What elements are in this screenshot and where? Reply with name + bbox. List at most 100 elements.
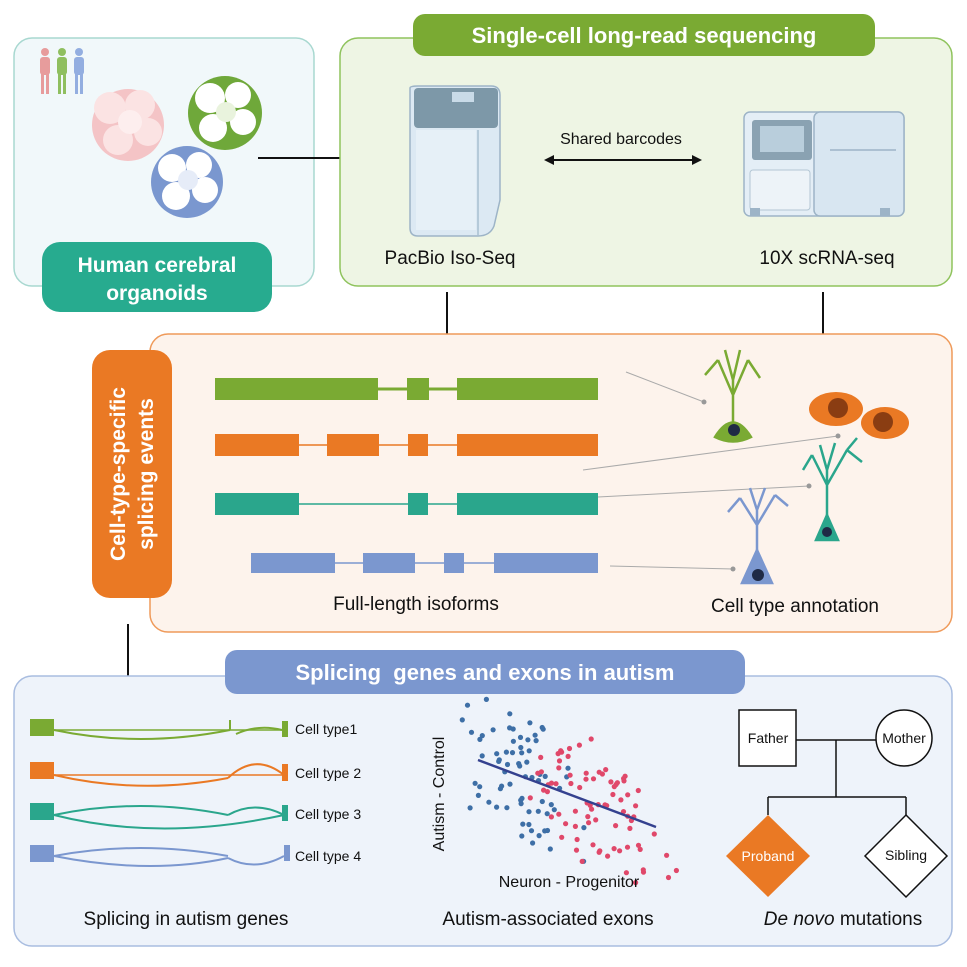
exon-scatter-plot: Autism - Control Neuron - Progenitor	[431, 696, 680, 891]
scatter-point-blue	[467, 805, 473, 811]
proband-label: Proband	[742, 848, 795, 864]
scatter-point-red	[624, 844, 631, 850]
scatter-point-blue	[479, 733, 485, 739]
scatter-point-red	[576, 742, 583, 748]
splicing-genes-label: Splicing in autism genes	[84, 909, 289, 930]
scatter-point-red	[620, 809, 627, 815]
scatter-xlabel: Neuron - Progenitor	[499, 874, 640, 891]
splicing-track-4	[30, 845, 290, 867]
scatter-point-red	[563, 821, 569, 827]
organoids-label-line2: organoids	[106, 282, 208, 305]
mother-circle	[875, 709, 933, 767]
scatter-point-red	[617, 848, 623, 854]
scatter-point-red	[621, 775, 627, 782]
scatter-point-blue	[516, 761, 522, 767]
scatter-point-blue	[544, 827, 551, 834]
cell-type-label-4: Cell type 4	[295, 848, 361, 864]
scatter-point-blue	[539, 798, 545, 805]
scatter-point-red	[640, 869, 647, 875]
scatter-point-red	[574, 836, 580, 843]
organoids-badge	[42, 242, 272, 312]
scatter-point-blue	[510, 726, 516, 732]
scatter-point-blue	[518, 801, 524, 807]
scatter-point-red	[611, 784, 617, 790]
scatter-point-blue	[459, 717, 465, 723]
cell-type-label-3: Cell type 3	[295, 806, 361, 822]
scatter-point-blue	[472, 780, 478, 786]
scatter-point-blue	[526, 809, 532, 815]
isoform-teal	[215, 493, 598, 515]
splicing-events-panel: Cell-type-specific splicing events	[92, 333, 953, 633]
sequencing-title: Single-cell long-read sequencing	[472, 23, 817, 48]
sibling-diamond	[863, 813, 949, 899]
scatter-point-red	[610, 791, 616, 798]
scatter-point-red	[596, 849, 602, 855]
splicing-events-title-line2: splicing events	[135, 398, 158, 550]
scatter-point-blue	[520, 821, 526, 827]
isoforms-label: Full-length isoforms	[333, 594, 499, 615]
scatter-point-red	[613, 823, 619, 829]
scatter-point-red	[596, 769, 602, 775]
scatter-point-blue	[551, 807, 557, 813]
scatter-point-blue	[535, 808, 541, 814]
tenx-instrument-icon	[743, 111, 905, 217]
scatter-point-blue	[517, 734, 524, 741]
scatter-point-red	[548, 780, 555, 786]
sequencing-title-badge	[413, 14, 875, 56]
isoform-cell-connectors	[582, 371, 839, 570]
proband-diamond	[726, 815, 810, 897]
scatter-point-blue	[499, 783, 505, 789]
scatter-point-red	[637, 846, 643, 853]
mutations-label-italic: De novo	[764, 909, 835, 930]
scatter-point-red	[585, 814, 591, 820]
scatter-point-red	[583, 770, 589, 776]
scatter-point-blue	[532, 732, 538, 738]
scatter-point-blue	[496, 758, 502, 765]
scatter-point-red	[603, 767, 609, 773]
scatter-point-red	[573, 847, 580, 853]
splicing-track-2	[30, 762, 288, 787]
exons-label: Autism-associated exons	[442, 909, 653, 930]
pink-organoid-icon	[92, 89, 164, 161]
annotation-label: Cell type annotation	[711, 596, 879, 617]
shared-barcodes-label: Shared barcodes	[560, 131, 682, 148]
scatter-point-red	[538, 754, 544, 761]
sequencing-panel: Single-cell long-read sequencing PacBio …	[339, 14, 953, 287]
scatter-point-blue	[544, 811, 550, 817]
pedigree-diagram: Father Mother Proband Sibling	[726, 709, 949, 899]
scatter-point-blue	[483, 696, 489, 703]
scatter-point-red	[568, 780, 574, 787]
scatter-point-blue	[519, 750, 525, 756]
scatter-point-blue	[477, 784, 483, 790]
scatter-point-blue	[542, 773, 548, 780]
scatter-point-blue	[565, 765, 571, 771]
scatter-point-blue	[581, 825, 587, 831]
scatter-point-blue	[490, 727, 496, 733]
scatter-point-red	[572, 808, 579, 814]
scatter-point-red	[538, 769, 545, 775]
scatter-point-red	[555, 751, 561, 757]
autism-title: Splicing genes and exons in autism	[296, 660, 675, 685]
scatter-point-red	[556, 765, 562, 771]
scatter-point-red	[567, 772, 573, 778]
scatter-point-red	[588, 736, 594, 742]
splicing-events-title-line1: Cell-type-specific	[107, 387, 130, 561]
scatter-point-red	[633, 803, 639, 809]
scatter-point-red	[627, 825, 633, 832]
blue-organoid-icon	[151, 146, 223, 218]
autism-panel: Splicing genes and exons in autism	[13, 650, 953, 947]
scatter-point-blue	[518, 744, 524, 751]
scatter-point-red	[673, 867, 680, 874]
scatter-point-red	[590, 842, 596, 848]
scatter-point-blue	[479, 753, 485, 759]
cell-type-label-1: Cell type1	[295, 721, 357, 737]
isoform-orange	[215, 434, 598, 456]
scatter-point-red	[572, 823, 579, 830]
scatter-point-red	[611, 846, 617, 852]
autism-title-badge	[225, 650, 745, 694]
scatter-point-red	[583, 776, 589, 782]
scatter-point-blue	[503, 749, 509, 755]
scatter-ylabel: Autism - Control	[431, 737, 448, 852]
scatter-point-red	[635, 842, 642, 848]
